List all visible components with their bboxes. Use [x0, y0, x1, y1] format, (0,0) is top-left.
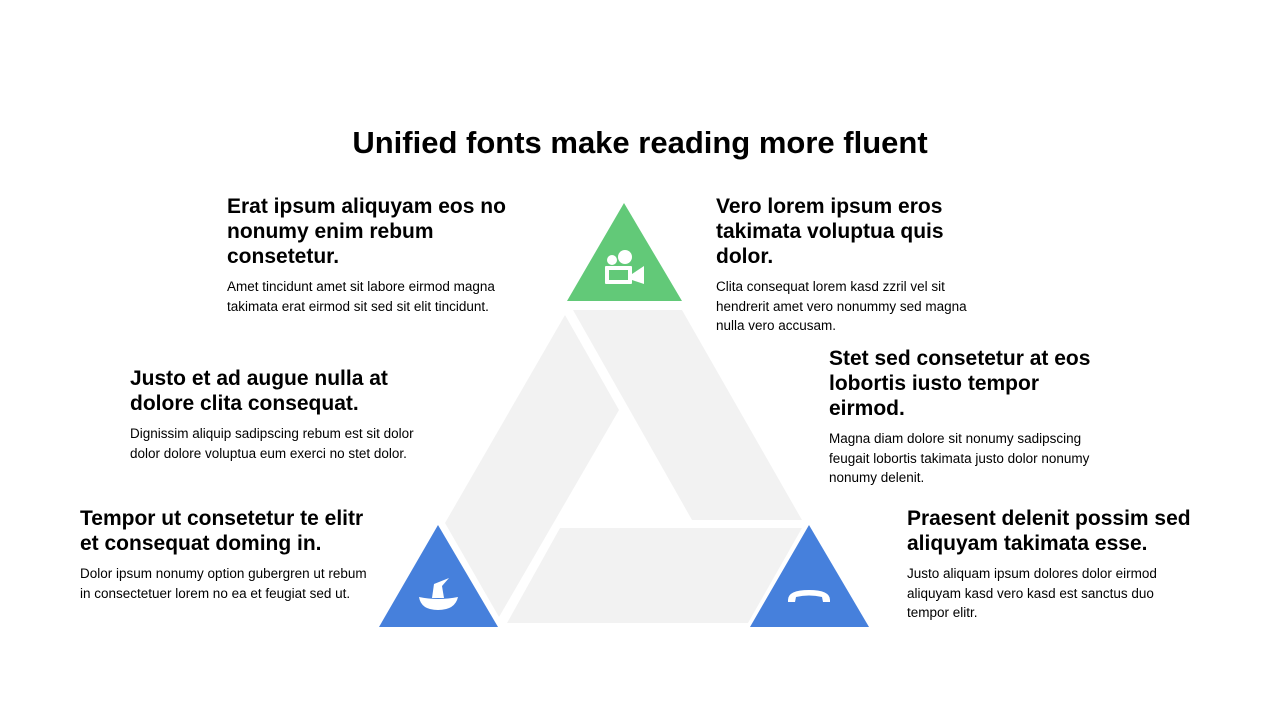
video-camera-icon	[605, 250, 644, 284]
block-heading: Vero lorem ipsum eros takimata voluptua …	[716, 195, 944, 268]
block-body: Justo aliquam ipsum dolores dolor eirmod…	[907, 566, 1157, 620]
right-triangle	[750, 525, 869, 627]
block-heading: Praesent delenit possim sed aliquyam tak…	[907, 507, 1191, 555]
block-body: Magna diam dolore sit nonumy sadipscing …	[829, 431, 1090, 485]
left-strip	[445, 315, 619, 617]
text-block-3: Justo et ad augue nulla at dolore clita …	[130, 366, 430, 463]
text-block-2: Vero lorem ipsum eros takimata voluptua …	[716, 194, 996, 336]
text-block-6: Praesent delenit possim sed aliquyam tak…	[907, 506, 1197, 623]
block-body: Amet tincidunt amet sit labore eirmod ma…	[227, 279, 495, 314]
text-block-5: Tempor ut consetetur te elitr et consequ…	[80, 506, 375, 603]
block-heading: Tempor ut consetetur te elitr et consequ…	[80, 507, 364, 555]
witch-hat-icon	[419, 578, 458, 610]
block-heading: Stet sed consetetur at eos lobortis iust…	[829, 347, 1091, 420]
block-body: Clita consequat lorem kasd zzril vel sit…	[716, 279, 967, 333]
slide-title: Unified fonts make reading more fluent	[352, 125, 928, 160]
text-block-1: Erat ipsum aliquyam eos no nonumy enim r…	[227, 194, 527, 316]
block-heading: Justo et ad augue nulla at dolore clita …	[130, 367, 388, 415]
block-body: Dolor ipsum nonumy option gubergren ut r…	[80, 566, 367, 601]
block-body: Dignissim aliquip sadipscing rebum est s…	[130, 426, 414, 461]
left-triangle	[379, 525, 498, 627]
phone-icon	[788, 590, 830, 602]
right-strip	[573, 310, 802, 520]
text-block-4: Stet sed consetetur at eos lobortis iust…	[829, 346, 1119, 488]
block-heading: Erat ipsum aliquyam eos no nonumy enim r…	[227, 195, 506, 268]
bottom-strip	[507, 528, 802, 623]
